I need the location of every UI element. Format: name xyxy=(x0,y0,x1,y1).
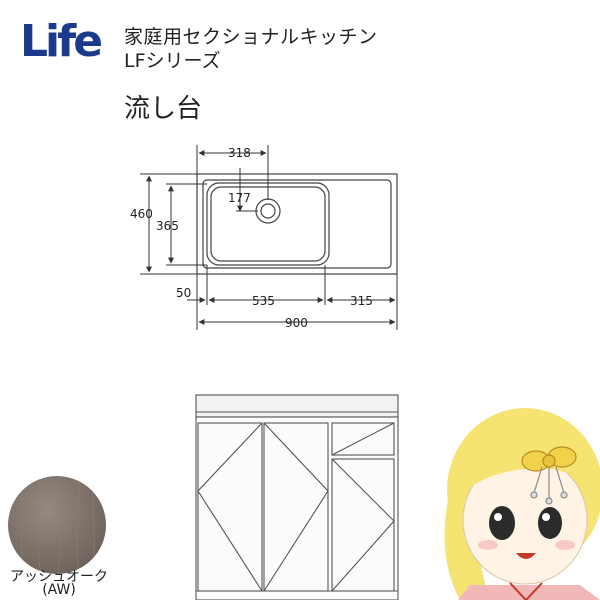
dim-318: 318 xyxy=(228,146,251,160)
dim-315: 315 xyxy=(350,294,373,308)
wood-grain-icon xyxy=(19,476,95,574)
dimension-labels: 318 177 460 365 50 535 315 900 xyxy=(130,146,373,330)
drainboard-outline xyxy=(202,179,392,269)
drain-inner xyxy=(260,203,276,219)
countertop-edge xyxy=(195,394,399,418)
series-name: LFシリーズ xyxy=(124,50,221,72)
drawer-opening xyxy=(331,422,395,456)
center-door-opening xyxy=(263,422,329,592)
finish-name: アッシュオーク xyxy=(10,569,108,585)
dim-177: 177 xyxy=(228,191,251,205)
cabinet-body xyxy=(195,416,399,600)
dim-535: 535 xyxy=(252,294,275,308)
dim-365: 365 xyxy=(156,219,179,233)
finish-swatch xyxy=(8,476,106,574)
drain-outer xyxy=(255,198,281,224)
plan-view xyxy=(196,173,398,275)
front-view xyxy=(195,394,399,600)
life-logo-icon: Life xyxy=(20,16,104,66)
svg-text:Life: Life xyxy=(20,16,101,66)
drawer xyxy=(331,422,395,456)
girl-mascot-icon xyxy=(444,408,600,600)
dim-50: 50 xyxy=(176,286,191,300)
finish-code: (AW) xyxy=(42,582,76,598)
dimension-lines xyxy=(140,145,398,330)
dim-900: 900 xyxy=(285,316,308,330)
series-title: 家庭用セクショナルキッチン xyxy=(124,26,378,48)
countertop-outline xyxy=(196,173,398,275)
product-title: 流し台 xyxy=(124,94,203,124)
left-door-opening xyxy=(197,422,263,592)
dim-460: 460 xyxy=(130,207,153,221)
right-door-opening xyxy=(331,458,395,592)
